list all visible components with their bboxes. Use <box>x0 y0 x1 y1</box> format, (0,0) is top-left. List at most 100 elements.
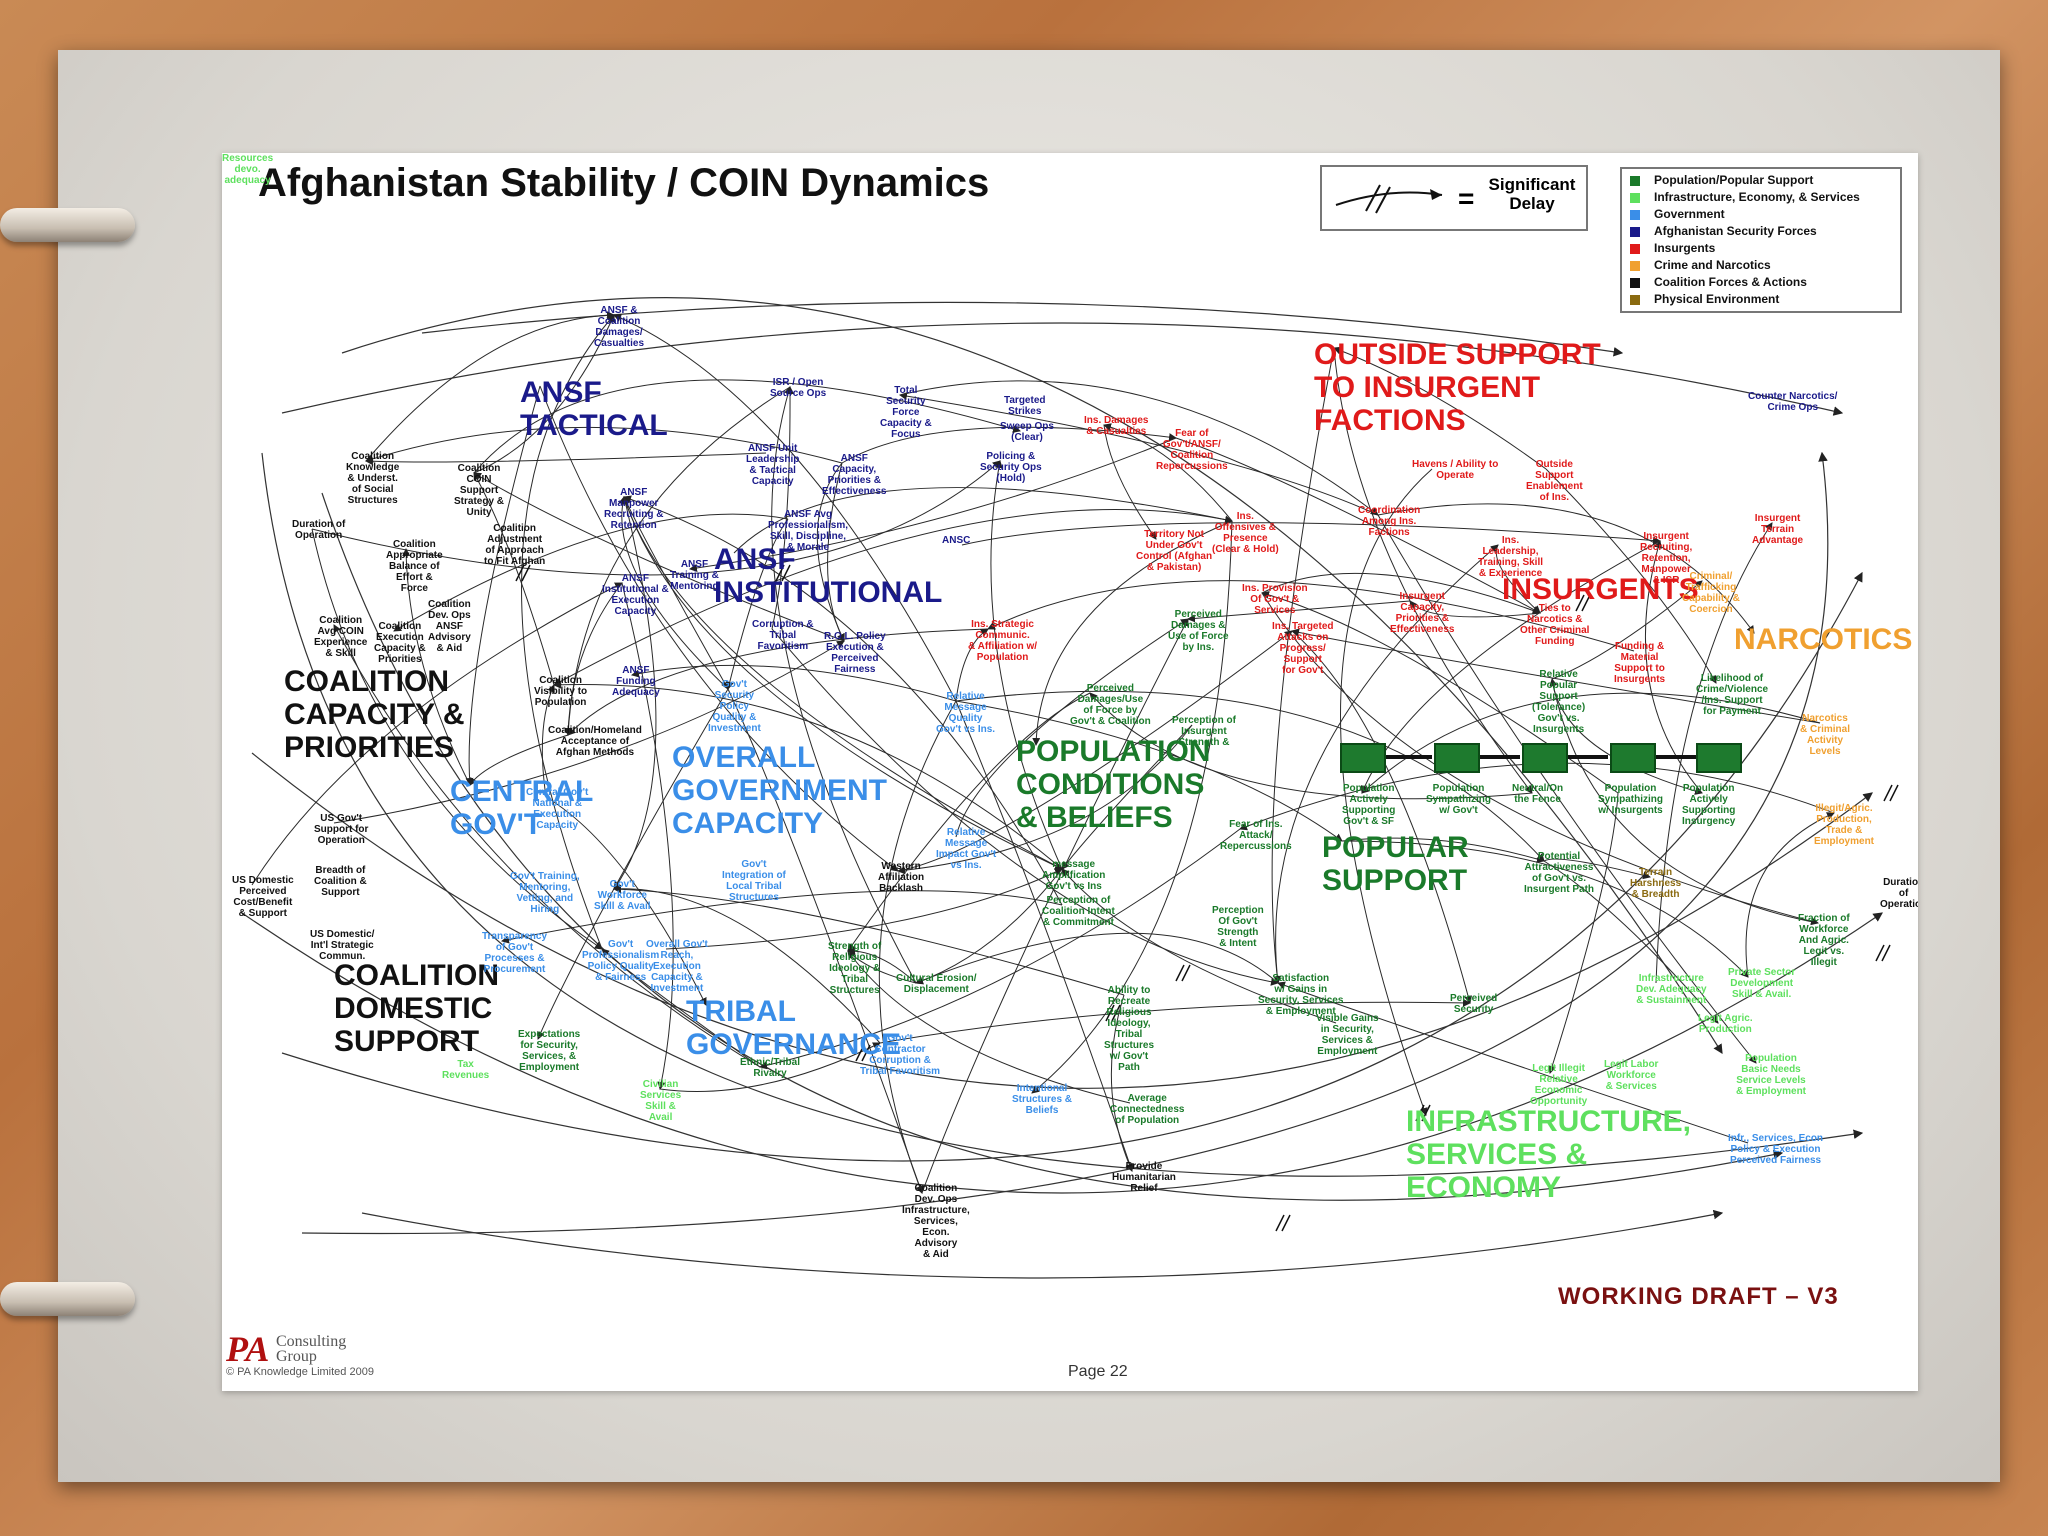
causal-link <box>473 472 845 642</box>
causal-link <box>613 314 957 702</box>
node: Average Connectedness of Population <box>1110 1093 1185 1126</box>
causal-link <box>771 386 795 630</box>
delay-equals: = <box>1458 183 1475 214</box>
causal-link <box>1341 837 1545 863</box>
node: Fear of Ins. Attack/ Repercussions <box>1220 819 1292 852</box>
node: Ins. Offensives & Presence (Clear & Hold… <box>1212 511 1279 555</box>
delay-mark <box>1881 944 1891 962</box>
causal-link <box>1333 347 1533 794</box>
causal-link <box>365 311 615 462</box>
causal-link <box>1061 724 1193 870</box>
causal-loop-links <box>241 297 1899 1279</box>
node: Legit Agric. Production <box>1698 1013 1753 1035</box>
node: Perception of Insurgent Strength & <box>1172 715 1236 748</box>
causal-link <box>623 496 1063 870</box>
causal-link <box>1103 424 1157 540</box>
node: Policing & Security Ops (Hold) <box>980 451 1042 484</box>
causal-link <box>955 628 989 702</box>
causal-link <box>897 630 1293 872</box>
causal-link <box>879 998 1471 1044</box>
node: US Gov't Support for Operation <box>314 813 369 846</box>
causal-link <box>1032 520 1233 746</box>
copyright: © PA Knowledge Limited 2009 <box>226 1366 374 1378</box>
section-ansf-tactical: ANSF TACTICAL <box>520 376 668 442</box>
section-population-conditions: POPULATION CONDITIONS & BELIEFS <box>1016 735 1211 834</box>
causal-link <box>990 460 1063 870</box>
feedback-link <box>241 912 1883 1194</box>
causal-link <box>541 684 555 798</box>
node: Insurgent Capacity, Priorities & Effecti… <box>1390 591 1455 635</box>
legend-item: Crime and Narcotics <box>1630 258 1771 275</box>
node: Ability to Recreate Religious Ideology, … <box>1104 985 1155 1073</box>
node: Insurgent Terrain Advantage <box>1752 513 1804 546</box>
legend-swatch <box>1630 226 1640 237</box>
node: Western Affiliation Backlash <box>878 861 925 894</box>
node: Coalition Visibility to Population <box>534 675 588 708</box>
node: Fear of Gov't/ANSF/ Coalition Repercussi… <box>1156 428 1228 472</box>
causal-link <box>545 796 707 1006</box>
node: Population Actively Supporting Gov't & S… <box>1342 783 1396 827</box>
node: Civilian Services Skill & Avail <box>640 1079 682 1123</box>
delay-mark <box>1883 784 1893 802</box>
node: Coalition Avg COIN Experience & Skill <box>314 615 368 659</box>
causal-link <box>1644 540 1703 794</box>
legend-item: Physical Environment <box>1630 292 1779 309</box>
causal-link <box>915 868 1063 985</box>
causal-link <box>841 426 1177 464</box>
delay-mark <box>1175 964 1185 982</box>
legend-item: Population/Popular Support <box>1630 173 1813 190</box>
causal-link <box>622 496 1063 870</box>
causal-link <box>473 472 555 686</box>
section-overall-gov: OVERALL GOVERNMENT CAPACITY <box>672 741 888 840</box>
slide: Afghanistan Stability / COIN Dynamics = … <box>222 153 1918 1391</box>
delay-mark <box>1281 1214 1291 1232</box>
causal-link <box>521 314 615 950</box>
causal-link <box>567 628 989 736</box>
causal-link <box>311 528 603 950</box>
population-stock-box <box>1610 743 1656 773</box>
legend-item: Government <box>1630 207 1725 224</box>
node: Havens / Ability to Operate <box>1412 459 1499 481</box>
causal-link <box>725 518 789 690</box>
legend-swatch <box>1630 192 1640 203</box>
delay-mark <box>1875 944 1885 962</box>
causal-link <box>727 688 924 1194</box>
delay-mark <box>1421 1104 1431 1122</box>
causal-link <box>1655 522 1773 984</box>
node: Relative Message Quality Gov't vs Ins. <box>936 691 996 735</box>
working-draft-label: WORKING DRAFT – V3 <box>1558 1283 1839 1310</box>
delay-mark <box>1575 594 1585 612</box>
node: Gov't Workforce Skill & Avail <box>594 879 651 912</box>
delay-label: Significant Delay <box>1488 175 1576 213</box>
feedback-link <box>341 297 1723 1055</box>
page-number: Page 22 <box>1068 1363 1128 1380</box>
causal-link <box>1089 692 1533 800</box>
node: Perception Of Gov't Strength & Intent <box>1212 905 1264 949</box>
node: Cultural Erosion/ Displacement <box>896 973 977 995</box>
causal-link <box>689 437 1177 572</box>
node: Ins. Targeted Attacks on Progress/ Suppo… <box>1272 621 1334 676</box>
section-insurgents: INSURGENTS <box>1502 573 1699 606</box>
causal-link <box>987 580 1635 652</box>
causal-link <box>539 385 899 872</box>
causal-link <box>251 582 623 886</box>
node: Total Security Force Capacity & Focus <box>880 385 932 440</box>
causal-link <box>1275 544 1499 984</box>
causal-link <box>771 628 1279 986</box>
feedback-link <box>321 492 1784 1201</box>
node: ANSC <box>942 535 971 546</box>
causal-link <box>915 932 1279 985</box>
binder-ring-bottom <box>0 1282 135 1316</box>
causal-link <box>955 700 1343 842</box>
causal-link <box>1545 468 1717 684</box>
feedback-link <box>281 322 1844 416</box>
node: ANSF Institutional & Execution Capacity <box>602 573 669 617</box>
delay-arrow-icon <box>1335 184 1443 214</box>
node: Intentional Structures & Beliefs <box>1012 1083 1073 1116</box>
node: ISR / Open Source Ops <box>770 377 827 399</box>
color-legend: Population/Popular Support Infrastructur… <box>1620 167 1902 313</box>
legend-swatch <box>1630 277 1640 288</box>
delay-mark <box>1181 964 1191 982</box>
delay-mark <box>515 564 525 582</box>
node: Coalition Appropriate Balance of Effort … <box>386 539 443 594</box>
